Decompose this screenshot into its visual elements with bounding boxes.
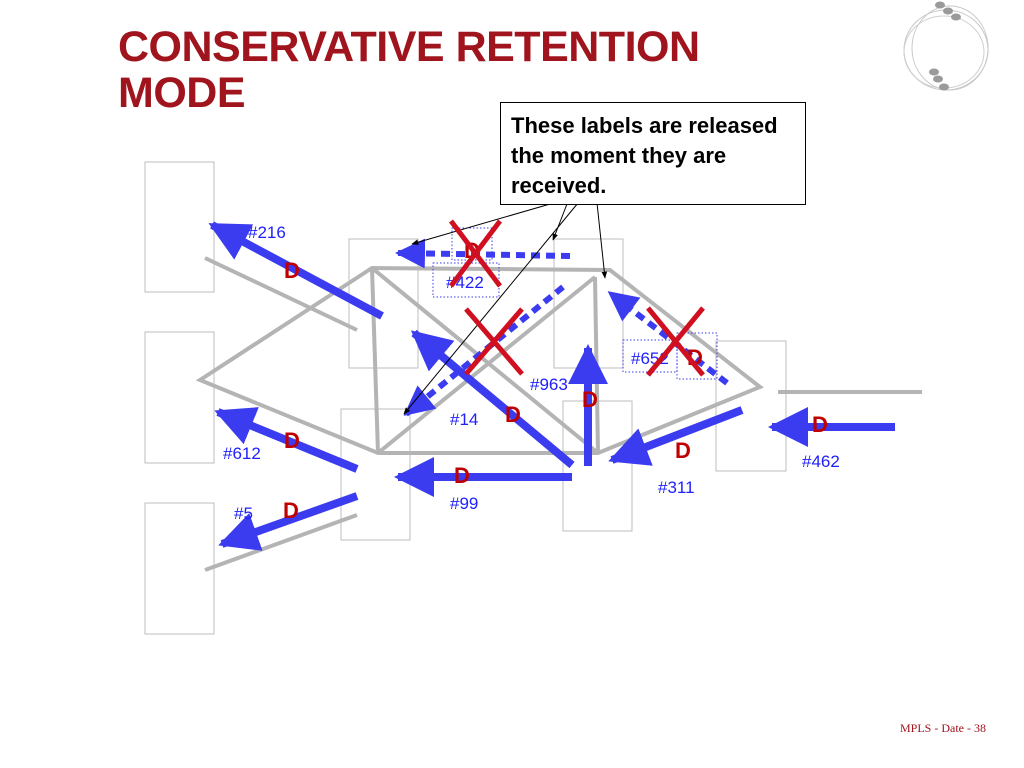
- slide-title: CONSERVATIVE RETENTION MODE: [118, 24, 818, 116]
- d-mark: D: [283, 498, 299, 523]
- pointer-line: [411, 201, 558, 245]
- pointer-line: [596, 202, 608, 279]
- link: [204, 513, 358, 572]
- link: [370, 266, 600, 455]
- cross-icon: [464, 307, 524, 376]
- arrow-5: [218, 492, 359, 551]
- link: [204, 256, 358, 332]
- dotted-arrows: [395, 238, 729, 417]
- cross-icon: [449, 219, 502, 288]
- pointer-line: [552, 203, 568, 241]
- dotted-arrow-diag: [403, 284, 565, 417]
- d-mark: D: [284, 428, 300, 453]
- d-mark: D: [812, 412, 828, 437]
- arrow-14: [410, 329, 575, 469]
- arrow-216: [208, 221, 384, 320]
- dotted-arrow-top: [395, 238, 571, 269]
- router-box: [144, 502, 215, 635]
- d-mark: D: [675, 438, 691, 463]
- d-mark: D: [582, 387, 598, 412]
- router-box: [144, 161, 215, 293]
- d-mark: D: [454, 463, 470, 488]
- cross-icon: [646, 306, 705, 377]
- dotted-arrow-right: [607, 290, 729, 386]
- label-5: #5: [234, 504, 253, 523]
- d-mark: D: [284, 258, 300, 283]
- logo-rings-icon: [903, 1, 989, 91]
- slide-title-line-1: CONSERVATIVE RETENTION: [118, 23, 700, 71]
- label-216: #216: [248, 223, 286, 242]
- discard-marks: D D D D D D D D D D: [283, 238, 828, 523]
- callout-box: These labels are released the moment the…: [500, 102, 806, 205]
- router-box: [144, 331, 215, 464]
- arrow-311: [608, 406, 744, 466]
- slide-footer: MPLS - Date - 38: [900, 721, 986, 735]
- d-mark: D: [505, 402, 521, 427]
- link: [376, 275, 597, 455]
- label-963: #963: [530, 375, 568, 394]
- arrow-612: [214, 407, 359, 473]
- slide-title-line-2: MODE: [118, 69, 246, 117]
- network-links: [195, 256, 922, 572]
- label-99: #99: [450, 494, 478, 513]
- pointer-line: [403, 202, 579, 415]
- cross-marks: [449, 219, 705, 377]
- selection-box: [676, 332, 718, 380]
- label-14: #14: [450, 410, 478, 429]
- label-612: #612: [223, 444, 261, 463]
- label-arrows: [208, 221, 895, 551]
- label-462: #462: [802, 452, 840, 471]
- label-311: #311: [658, 478, 695, 497]
- link: [370, 267, 380, 454]
- callout-pointers: [403, 201, 608, 415]
